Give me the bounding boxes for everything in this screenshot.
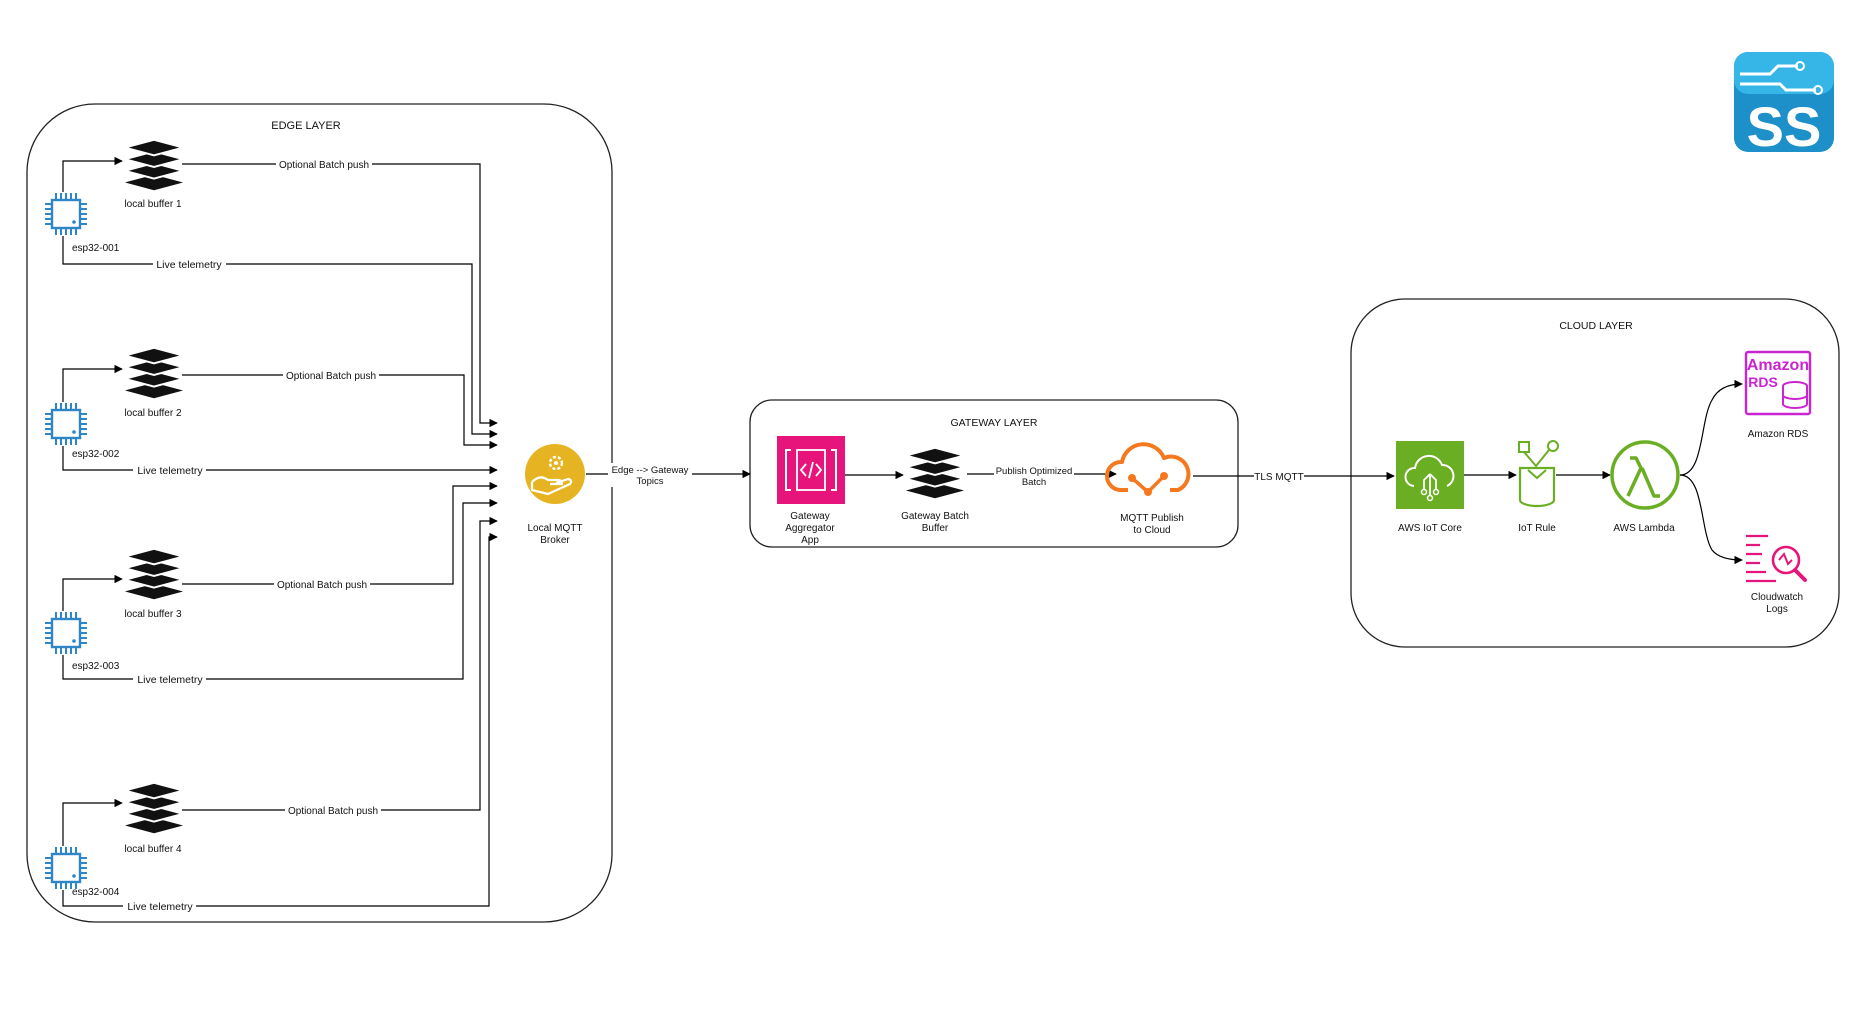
batch-push-label-2: Optional Batch push [286,371,376,382]
gateway-layer-title: GATEWAY LAYER [951,417,1038,429]
iot-rule-label: IoT Rule [1518,523,1556,534]
local-buffer-stack-icon [123,347,185,399]
edge-layer-title: EDGE LAYER [271,120,341,132]
svg-text:Amazon: Amazon [1747,357,1809,374]
cloud-layer-box [1350,298,1840,648]
cloud-layer-title: CLOUD LAYER [1559,320,1633,332]
esp32-chip-icon [44,192,88,236]
lambda-to-cloudwatch-arrow [1679,474,1743,565]
batch-push-label-4: Optional Batch push [288,806,378,817]
cloudwatch-label-line1: Cloudwatch [1751,592,1803,603]
batch-push-label-1: Optional Batch push [279,160,369,171]
aggregator-label-line1: Gateway [790,511,829,522]
svg-text:RDS: RDS [1748,374,1778,390]
device-name-2: esp32-002 [72,449,120,460]
mqtt-broker-icon [525,444,585,504]
lambda-to-rds-arrow [1679,379,1743,476]
edge-to-gateway-label-line1: Edge --> Gateway [612,465,689,476]
iot-core-label: AWS IoT Core [1398,523,1462,534]
device-name-1: esp32-001 [72,243,120,254]
live-telemetry-label-4: Live telemetry [127,901,193,913]
esp32-chip-icon [44,611,88,655]
ss-logo-icon: SS [1734,52,1834,158]
aggregator-label-line2: Aggregator [785,523,835,534]
buffer-label-3: local buffer 3 [124,609,182,620]
gateway-batch-buffer-stack-icon [904,447,966,499]
buffer-label-4: local buffer 4 [124,844,182,855]
cloudwatch-logs-icon [1746,534,1807,583]
esp32-chip-icon [44,402,88,446]
broker-label-line2: Broker [540,535,570,546]
local-buffer-stack-icon [123,782,185,834]
aws-iot-core-icon [1396,441,1464,509]
chip-to-buffer-wires [62,156,123,846]
local-buffer-stack-icon [123,139,185,191]
mqtt-publish-cloud-icon [1104,442,1191,496]
cloudwatch-label-line2: Logs [1766,604,1788,615]
buffer-label-1: local buffer 1 [124,199,182,210]
svg-text:SS: SS [1747,95,1822,158]
broker-label-line1: Local MQTT [527,523,582,534]
live-telemetry-label-1: Live telemetry [156,259,222,271]
batch-push-label-3: Optional Batch push [277,580,367,591]
esp32-chip-icon [44,846,88,890]
edge-layer-box [26,103,613,923]
amazon-rds-label: Amazon RDS [1748,429,1809,440]
live-telemetry-wires [62,236,498,907]
gateway-buffer-label-line1: Gateway Batch [901,511,969,522]
aws-lambda-icon [1610,440,1680,510]
gateway-buffer-label-line2: Buffer [922,523,949,534]
live-telemetry-label-3: Live telemetry [137,674,203,686]
gateway-aggregator-icon [777,436,845,504]
iot-rule-icon [1518,440,1559,508]
tls-mqtt-label: TLS MQTT [1254,472,1303,483]
amazon-rds-icon: Amazon RDS [1744,350,1812,416]
aggregator-label-line3: App [801,535,819,546]
local-buffer-stack-icon [123,548,185,600]
lambda-label: AWS Lambda [1613,523,1675,534]
batch-push-wires [182,163,498,811]
mqtt-publish-label-line1: MQTT Publish [1120,513,1184,524]
publish-optimized-label-line2: Batch [1022,477,1046,488]
device-name-4: esp32-004 [72,887,120,898]
mqtt-publish-label-line2: to Cloud [1133,525,1170,536]
live-telemetry-label-2: Live telemetry [137,465,203,477]
publish-optimized-label-line1: Publish Optimized [996,466,1073,477]
edge-to-gateway-label-line2: Topics [637,476,664,487]
buffer-label-2: local buffer 2 [124,408,182,419]
device-name-3: esp32-003 [72,661,120,672]
